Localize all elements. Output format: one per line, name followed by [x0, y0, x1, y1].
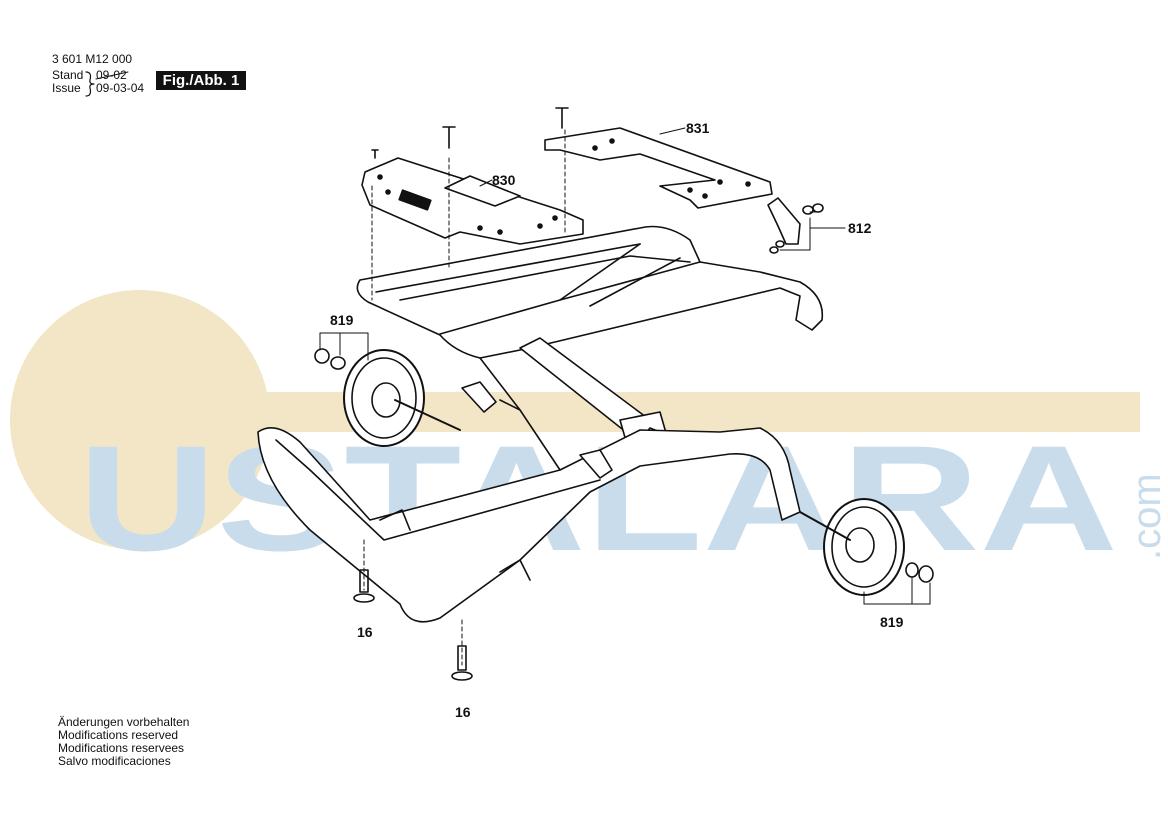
- lower-frame: [257, 399, 801, 623]
- callout-819-left: 819: [330, 312, 354, 328]
- watermark: USTALARA .com: [10, 290, 1168, 582]
- callout-16-left: 16: [357, 624, 373, 640]
- note-fr: Modifications reservees: [58, 741, 185, 755]
- callout-831: 831: [686, 120, 710, 136]
- watermark-suffix: .com: [1125, 473, 1168, 560]
- top-plate-830: [361, 157, 584, 301]
- callout-16-center: 16: [455, 704, 471, 720]
- old-date: 09-02: [96, 68, 127, 82]
- new-date: 09-03-04: [96, 81, 145, 95]
- feet: [353, 539, 473, 681]
- strikeout-line: [95, 71, 129, 80]
- issue-label: Issue: [52, 81, 81, 95]
- upper-frame: [356, 225, 824, 411]
- issue-brace: [85, 71, 95, 97]
- note-de: Änderungen vorbehalten: [58, 715, 190, 729]
- callout-830: 830: [492, 172, 516, 188]
- figure-label: Fig./Abb. 1: [156, 71, 246, 90]
- part-number: 3 601 M12 000: [52, 52, 133, 66]
- watermark-text: USTALARA: [78, 414, 1118, 582]
- wheel-left: [314, 348, 461, 447]
- top-plate-831: [544, 127, 773, 233]
- modification-notes: Änderungen vorbehalten Modifications res…: [58, 716, 189, 768]
- leader-lines: [319, 127, 931, 605]
- screws-top: [371, 107, 569, 159]
- note-en: Modifications reserved: [58, 728, 179, 742]
- callout-812: 812: [848, 220, 872, 236]
- stand-label: Stand: [52, 68, 84, 82]
- wheel-right: [799, 498, 934, 596]
- note-es: Salvo modificaciones: [58, 754, 171, 768]
- callout-819-right: 819: [880, 614, 904, 630]
- lever-812: [767, 197, 824, 254]
